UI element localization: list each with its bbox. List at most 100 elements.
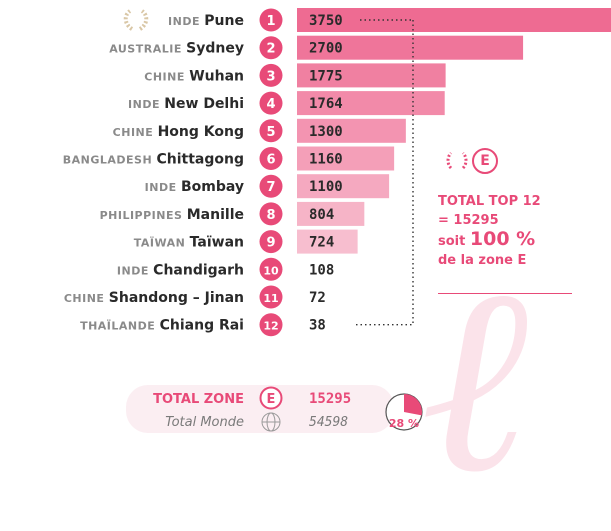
rank-number: 5 [266,125,275,140]
rank-number: 8 [266,208,275,223]
summary-panel: E TOTAL TOP 12 = 15295 soit 100 % de la … [430,140,590,295]
rank-number: 11 [263,292,278,305]
rank-circle [259,202,283,226]
rank-circle [259,119,283,143]
bar [297,63,446,88]
city-name: Shandong – Jinan [109,290,244,306]
city-label: THAÏLANDE Chiang Rai [80,318,244,334]
rank-number: 2 [266,42,275,57]
laurel-icon-left [123,9,134,31]
country-label: BANGLADESH [63,154,157,167]
total-world-label: Total Monde [165,415,244,430]
bar [297,35,524,60]
bar [297,91,445,116]
summary-rule [438,293,572,294]
rank-number: 4 [266,97,275,112]
total-zone-label: TOTAL ZONE [153,392,244,407]
country-label: TAÏWAN [134,236,190,250]
city-name: Sydney [186,41,244,57]
country-label: THAÏLANDE [80,319,160,333]
zone-badge: E [472,148,498,174]
country-label: CHINE [64,292,109,305]
bar [297,201,365,226]
rank-number: 1 [266,14,275,29]
city-label: INDE Pune [168,13,244,29]
value-label: 2700 [309,41,343,57]
laurel-icon-right [138,9,149,31]
bar [297,174,390,199]
bar [297,8,611,32]
rank-circle [259,285,283,309]
city-name: Manille [187,207,244,223]
city-label: TAÏWAN Taïwan [134,235,244,251]
city-label: INDE New Delhi [128,96,244,112]
rank-circle [259,230,283,254]
rank-circle [259,313,283,337]
city-name: Chiang Rai [160,318,244,334]
total-zone-value: 15295 [309,391,351,407]
city-name: Taïwan [190,235,244,251]
footer-background [126,385,394,433]
rank-circle [259,63,283,87]
rank-number: 7 [266,180,275,195]
rank-number: 12 [263,320,278,333]
zone-badge-letter: E [267,392,276,407]
country-label: INDE [117,264,153,277]
city-label: CHINE Hong Kong [113,124,244,140]
value-label: 724 [309,235,334,251]
city-label: PHILIPPINES Manille [100,207,244,223]
value-label: 1775 [309,68,343,84]
total-world-value: 54598 [309,415,348,430]
value-label: 72 [309,290,326,306]
summary-line-4: de la zone E [438,253,527,268]
value-label: 38 [309,318,326,334]
city-label: AUSTRALIE Sydney [109,41,244,57]
city-name: Hong Kong [158,124,244,140]
city-name: Wuhan [189,68,244,84]
rank-number: 10 [263,264,279,277]
zone-badge-circle [259,386,283,410]
city-label: INDE Chandigarh [117,262,244,278]
country-label: AUSTRALIE [109,43,186,56]
value-label: 3750 [309,13,343,29]
rank-number: 6 [266,153,275,168]
bar [297,118,406,143]
city-name: Chittagong [157,152,245,168]
country-label: CHINE [113,126,158,139]
share-pie-slice [404,393,423,416]
summary-line-2: = 15295 [438,213,499,228]
value-label: 108 [309,262,334,278]
summary-percent: 100 % [469,228,536,250]
city-name: Pune [204,13,244,29]
rank-circle [259,174,283,198]
rank-circle [259,257,283,281]
share-pie-label: 28 % [389,417,419,430]
value-label: 1160 [309,152,343,168]
value-label: 1300 [309,124,343,140]
rank-number: 9 [266,236,275,251]
value-label: 1100 [309,179,343,195]
city-name: Chandigarh [153,262,244,278]
country-label: INDE [168,15,204,28]
city-label: BANGLADESH Chittagong [63,152,244,168]
value-label: 804 [309,207,334,223]
country-label: INDE [145,181,181,194]
country-label: PHILIPPINES [100,209,187,222]
rank-circle [259,8,283,32]
laurel-icon [446,151,468,170]
summary-line-3-prefix: soit [438,234,466,249]
rank-circle [259,91,283,115]
city-label: INDE Bombay [145,179,244,195]
summary-line-1: TOTAL TOP 12 [438,194,541,209]
city-name: Bombay [181,179,244,195]
value-label: 1764 [309,96,343,112]
rank-circle [259,147,283,170]
summary-line-3: soit 100 % [438,230,588,251]
country-label: CHINE [144,70,189,83]
rank-number: 3 [266,69,275,84]
city-label: CHINE Wuhan [144,68,244,84]
summary-text: TOTAL TOP 12 = 15295 soit 100 % de la zo… [438,192,588,270]
country-label: INDE [128,98,164,111]
rank-circle [259,36,283,60]
